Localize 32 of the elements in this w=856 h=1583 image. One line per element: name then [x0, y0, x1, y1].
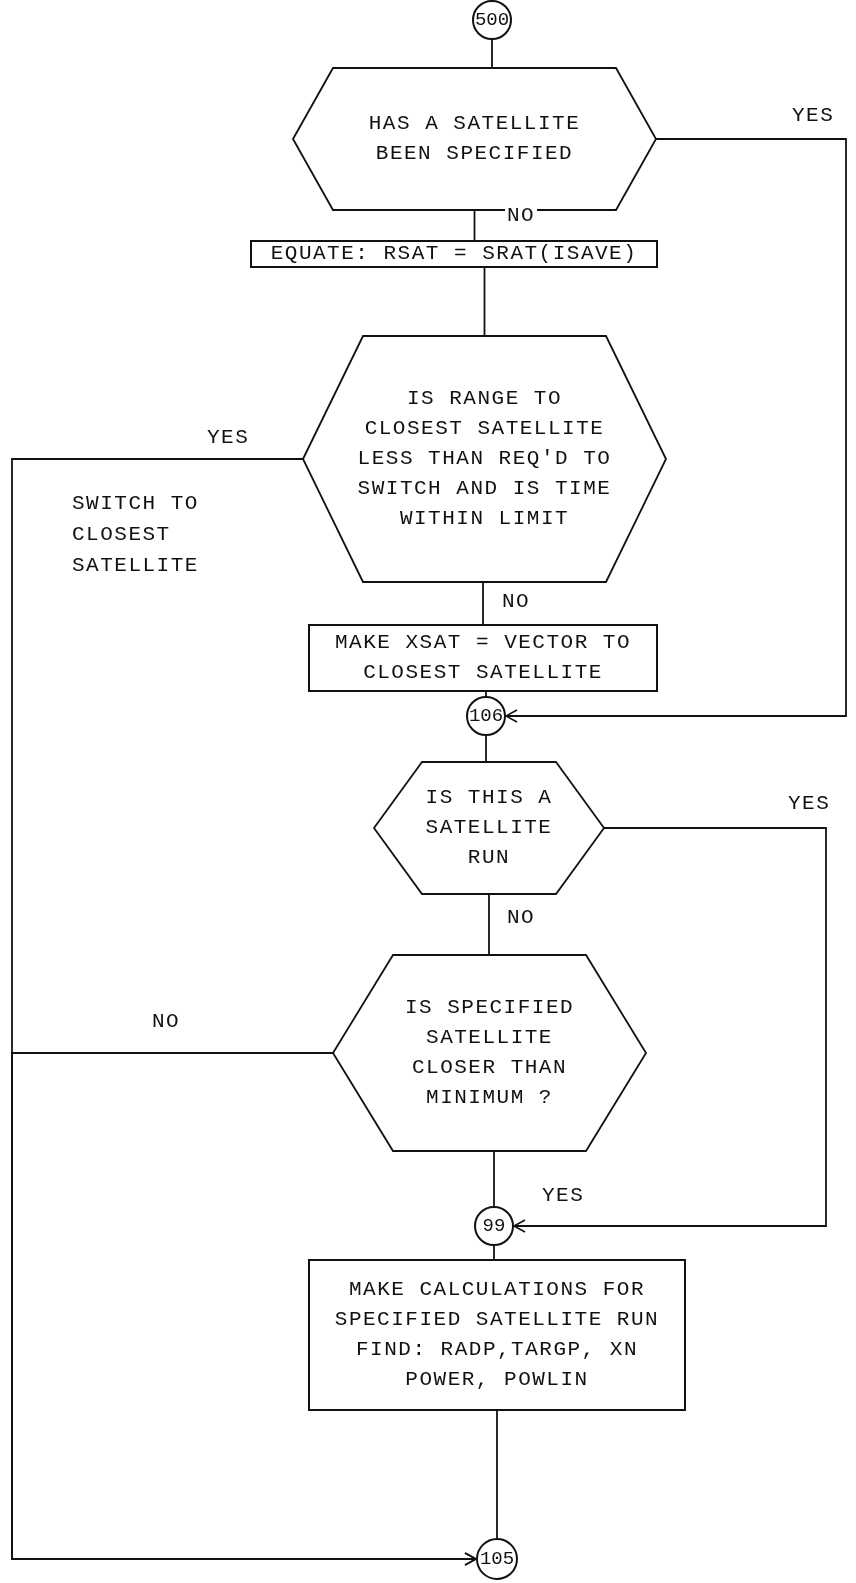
- connector-circle: [466, 696, 506, 736]
- connector-circle: [476, 1538, 518, 1580]
- node-text: HAS A SATELLITE BEEN SPECIFIED: [367, 111, 582, 167]
- node-text: 99: [481, 1214, 507, 1239]
- node-text: IS RANGE TO CLOSEST SATELLITE LESS THAN REQ'D TO SWITCH AND IS TIME WITHIN LIMIT: [356, 386, 613, 532]
- process-box: [308, 1259, 686, 1411]
- node-text: MAKE XSAT = VECTOR TO CLOSEST SATELLITE: [333, 630, 633, 686]
- connector-line: [491, 39, 493, 69]
- connector-circle: [472, 0, 512, 40]
- node-text: 105: [478, 1547, 516, 1572]
- node-text: EQUATE: RSAT = SRAT(ISAVE): [269, 241, 639, 267]
- connector-line: [493, 1150, 495, 1207]
- connector-line: [513, 827, 827, 1233]
- connector-line: [473, 209, 476, 241]
- process-box: [308, 624, 658, 692]
- connector-line: [488, 893, 490, 956]
- node-text: 500: [474, 8, 510, 33]
- process-box: [250, 240, 658, 268]
- node-text: 106: [468, 704, 504, 729]
- connector-line: [11, 1052, 477, 1566]
- connector-line: [485, 691, 487, 697]
- connector-circle: [474, 1206, 514, 1246]
- node-text: IS SPECIFIED SATELLITE CLOSER THAN MINIMUM ?: [403, 995, 576, 1111]
- connector-line: [485, 735, 487, 763]
- node-text: MAKE CALCULATIONS FOR SPECIFIED SATELLITE RUN FIND: RADP,TARGP, XN POWER, POWLIN: [333, 1277, 661, 1393]
- connector-line: [493, 1245, 495, 1260]
- note-text: SWITCH TO CLOSEST SATELLITE: [72, 491, 200, 579]
- connector-line: [483, 267, 486, 337]
- connector-line: [505, 138, 847, 723]
- node-text: IS THIS A SATELLITE RUN: [424, 785, 554, 871]
- connector-line: [482, 581, 484, 625]
- connector-line: [496, 1410, 498, 1539]
